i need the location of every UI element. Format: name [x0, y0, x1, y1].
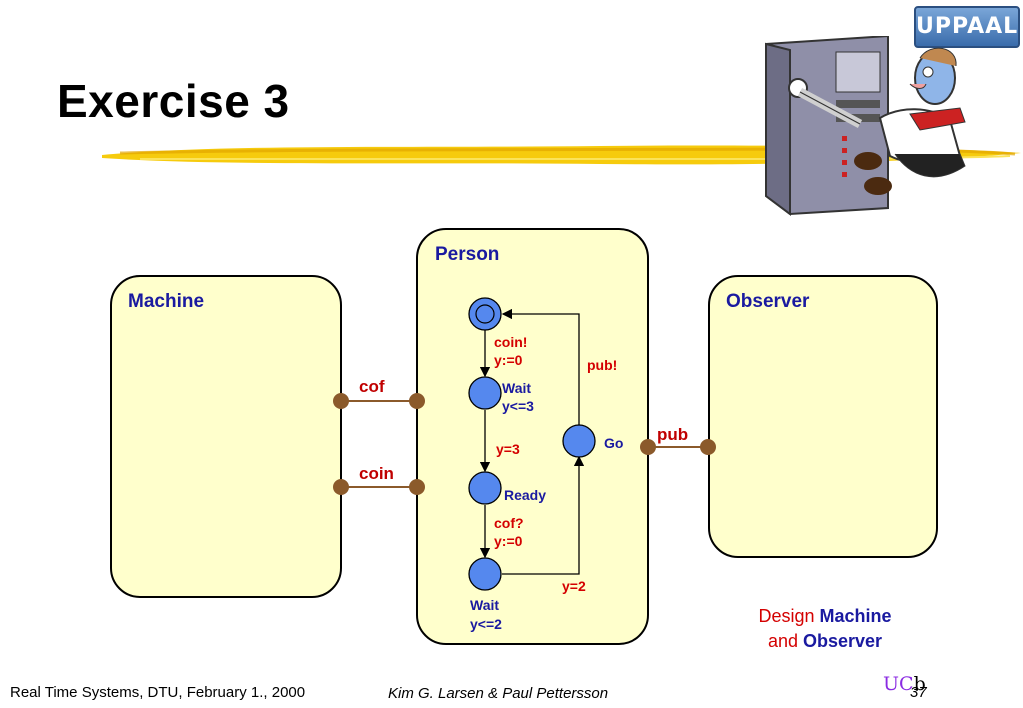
machine-title: Machine	[128, 291, 205, 312]
wait-location-invariant: y<=3	[502, 398, 534, 414]
note-text-design: Design	[758, 606, 820, 626]
wait2-location-name: Wait	[470, 597, 500, 613]
footer-course-info: Real Time Systems, DTU, February 1., 200…	[10, 684, 306, 701]
wait-location-name: Wait	[502, 380, 532, 396]
design-instruction: Design Machine and Observer	[730, 604, 920, 654]
machine-cof-port	[333, 393, 349, 409]
edge-guard-y3: y=3	[496, 441, 520, 457]
person-title: Person	[435, 244, 500, 265]
wait-location	[468, 376, 502, 410]
person-cof-port	[409, 393, 425, 409]
wait2-location-invariant: y<=2	[470, 616, 502, 632]
initial-location	[468, 297, 502, 331]
person-pub-port	[640, 439, 656, 455]
slide-title: Exercise 3	[57, 75, 290, 127]
uppaal-logo: UPPAAL	[914, 6, 1020, 48]
cof-channel-label: cof	[359, 377, 385, 396]
go-location	[562, 424, 596, 458]
person-box	[416, 228, 649, 645]
go-location-name: Go	[604, 435, 624, 451]
edge-guard-y2: y=2	[562, 578, 586, 594]
observer-box	[708, 275, 938, 558]
note-text-and: and	[767, 631, 803, 651]
ready-location	[468, 471, 502, 505]
ucb-logo-uc: UC	[883, 673, 914, 695]
edge-coin-sync: coin!	[494, 334, 528, 350]
edge-go-to-init	[501, 308, 580, 425]
footer-authors: Kim G. Larsen & Paul Pettersson	[388, 685, 609, 702]
ucb-logo-b: b	[913, 673, 926, 695]
machine-coin-port	[333, 479, 349, 495]
edge-cof-sync: cof?	[494, 515, 524, 531]
pub-channel-label: pub	[657, 425, 689, 444]
computer-mechanic-illustration	[765, 36, 966, 216]
page-number: 37	[910, 684, 927, 701]
note-text-observer: Observer	[802, 631, 883, 651]
edge-coin-update: y:=0	[494, 352, 523, 368]
wait2-location	[468, 557, 502, 591]
note-text-machine: Machine	[819, 606, 892, 626]
machine-box	[110, 275, 342, 598]
observer-title: Observer	[726, 291, 810, 312]
coin-channel-label: coin	[359, 464, 394, 483]
edge-wait2-to-go	[502, 455, 585, 575]
ready-location-name: Ready	[504, 487, 547, 503]
observer-pub-port	[700, 439, 716, 455]
person-coin-port	[409, 479, 425, 495]
edge-pub-sync: pub!	[587, 357, 618, 373]
ucb-logo: UCb	[883, 673, 926, 695]
edge-cof-update: y:=0	[494, 533, 523, 549]
